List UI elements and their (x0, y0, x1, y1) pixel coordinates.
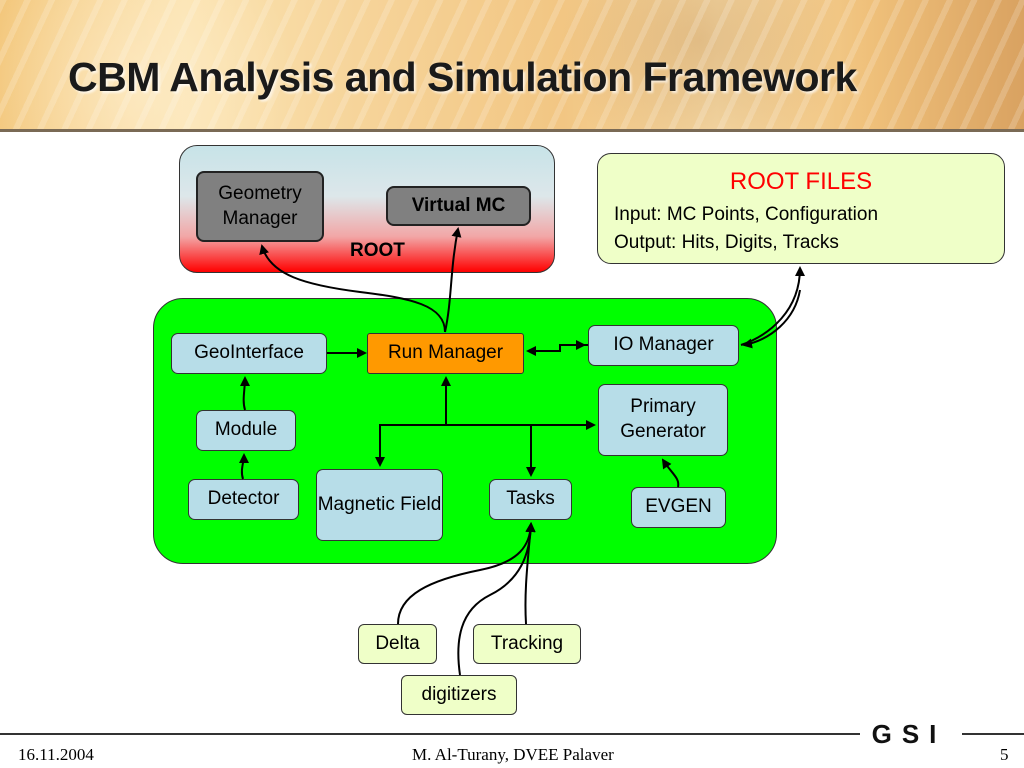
root-files-box: ROOT FILES Input: MC Points, Configurati… (597, 153, 1005, 264)
primary-generator-box: Primary Generator (598, 384, 728, 456)
digitizers-box: digitizers (401, 675, 517, 715)
footer-divider-right (962, 733, 1024, 735)
evgen-box: EVGEN (631, 487, 726, 528)
root-files-output: Output: Hits, Digits, Tracks (614, 232, 839, 253)
arrow-run-to-virtualmc (444, 227, 462, 333)
geointerface-box: GeoInterface (171, 333, 327, 374)
footer-author: M. Al-Turany, DVEE Palaver (412, 745, 614, 764)
tracking-box: Tracking (473, 624, 581, 664)
arrow-delta-to-tasks (397, 522, 536, 625)
io-manager-box: IO Manager (588, 325, 739, 366)
arrow-run-to-geometry (259, 244, 446, 333)
title-banner (0, 0, 1024, 132)
module-box: Module (196, 410, 296, 451)
arrow-hub-to-tasks (446, 424, 536, 477)
arrow-module-to-geointerface (239, 376, 250, 411)
arrow-detector-to-module (238, 453, 249, 480)
arrow-hub-to-magnetic (375, 424, 446, 467)
gsi-logo: GSI (872, 722, 947, 746)
footer-divider (0, 733, 860, 735)
virtual-mc-box: Virtual MC (386, 186, 531, 226)
footer-date: 16.11.2004 (18, 745, 94, 764)
geometry-manager-box: Geometry Manager (196, 171, 324, 242)
gsi-logo-text: GSI (872, 722, 947, 746)
slide-title: CBM Analysis and Simulation Framework (68, 54, 857, 100)
detector-box: Detector (188, 479, 299, 520)
root-label: ROOT (350, 240, 405, 261)
delta-box: Delta (358, 624, 437, 664)
arrow-rootfiles-to-io (742, 289, 801, 349)
tasks-box: Tasks (489, 479, 572, 520)
magnetic-field-box: Magnetic Field (316, 469, 443, 541)
arrow-digitizers-to-tasks (457, 522, 536, 676)
footer-page-number: 5 (1000, 745, 1009, 764)
arrow-evgen-to-primary (661, 458, 680, 488)
root-files-input: Input: MC Points, Configuration (614, 204, 879, 225)
run-manager-box: Run Manager (367, 333, 524, 374)
root-files-title: ROOT FILES (729, 168, 873, 195)
